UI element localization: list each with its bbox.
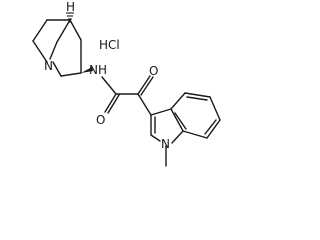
structure-canvas: H N NH O O N HCl	[32, 0, 221, 167]
bond	[104, 93, 117, 113]
bond	[52, 61, 62, 77]
molecule-structure: H N NH O O N HCl	[32, 0, 221, 167]
bond	[184, 92, 211, 98]
bond	[32, 19, 48, 42]
bond	[101, 76, 117, 95]
bond	[209, 96, 221, 121]
bond	[60, 72, 82, 77]
bridgehead-n-label: N	[44, 59, 53, 73]
stereo-h-label: H	[66, 0, 75, 14]
bond	[206, 119, 221, 139]
bond	[186, 96, 208, 101]
bond	[170, 92, 186, 110]
ketone-oxygen-label: O	[149, 64, 158, 78]
bond	[140, 76, 154, 96]
amide-oxygen-label: O	[96, 113, 105, 127]
bond	[69, 19, 82, 41]
oxalyl-linker	[101, 75, 154, 116]
stereo-wedge-bond	[81, 67, 93, 73]
bond	[182, 130, 208, 139]
bond	[204, 119, 217, 135]
bond	[171, 130, 184, 144]
bond	[150, 134, 161, 142]
bond	[107, 94, 120, 114]
salt-label: HCl	[99, 38, 120, 52]
stereo-hash-bond	[66, 12, 74, 23]
quinuclidine-cage	[32, 19, 82, 77]
bond	[150, 108, 172, 116]
bond	[174, 112, 187, 130]
bond	[49, 41, 58, 60]
bond	[137, 75, 151, 95]
indole-n-label: N	[161, 137, 170, 151]
bond	[137, 93, 152, 116]
amide-nh-label: NH	[89, 63, 107, 77]
indole-ring	[150, 92, 221, 144]
bond	[32, 40, 48, 63]
bond	[56, 19, 71, 43]
bond	[170, 108, 184, 132]
